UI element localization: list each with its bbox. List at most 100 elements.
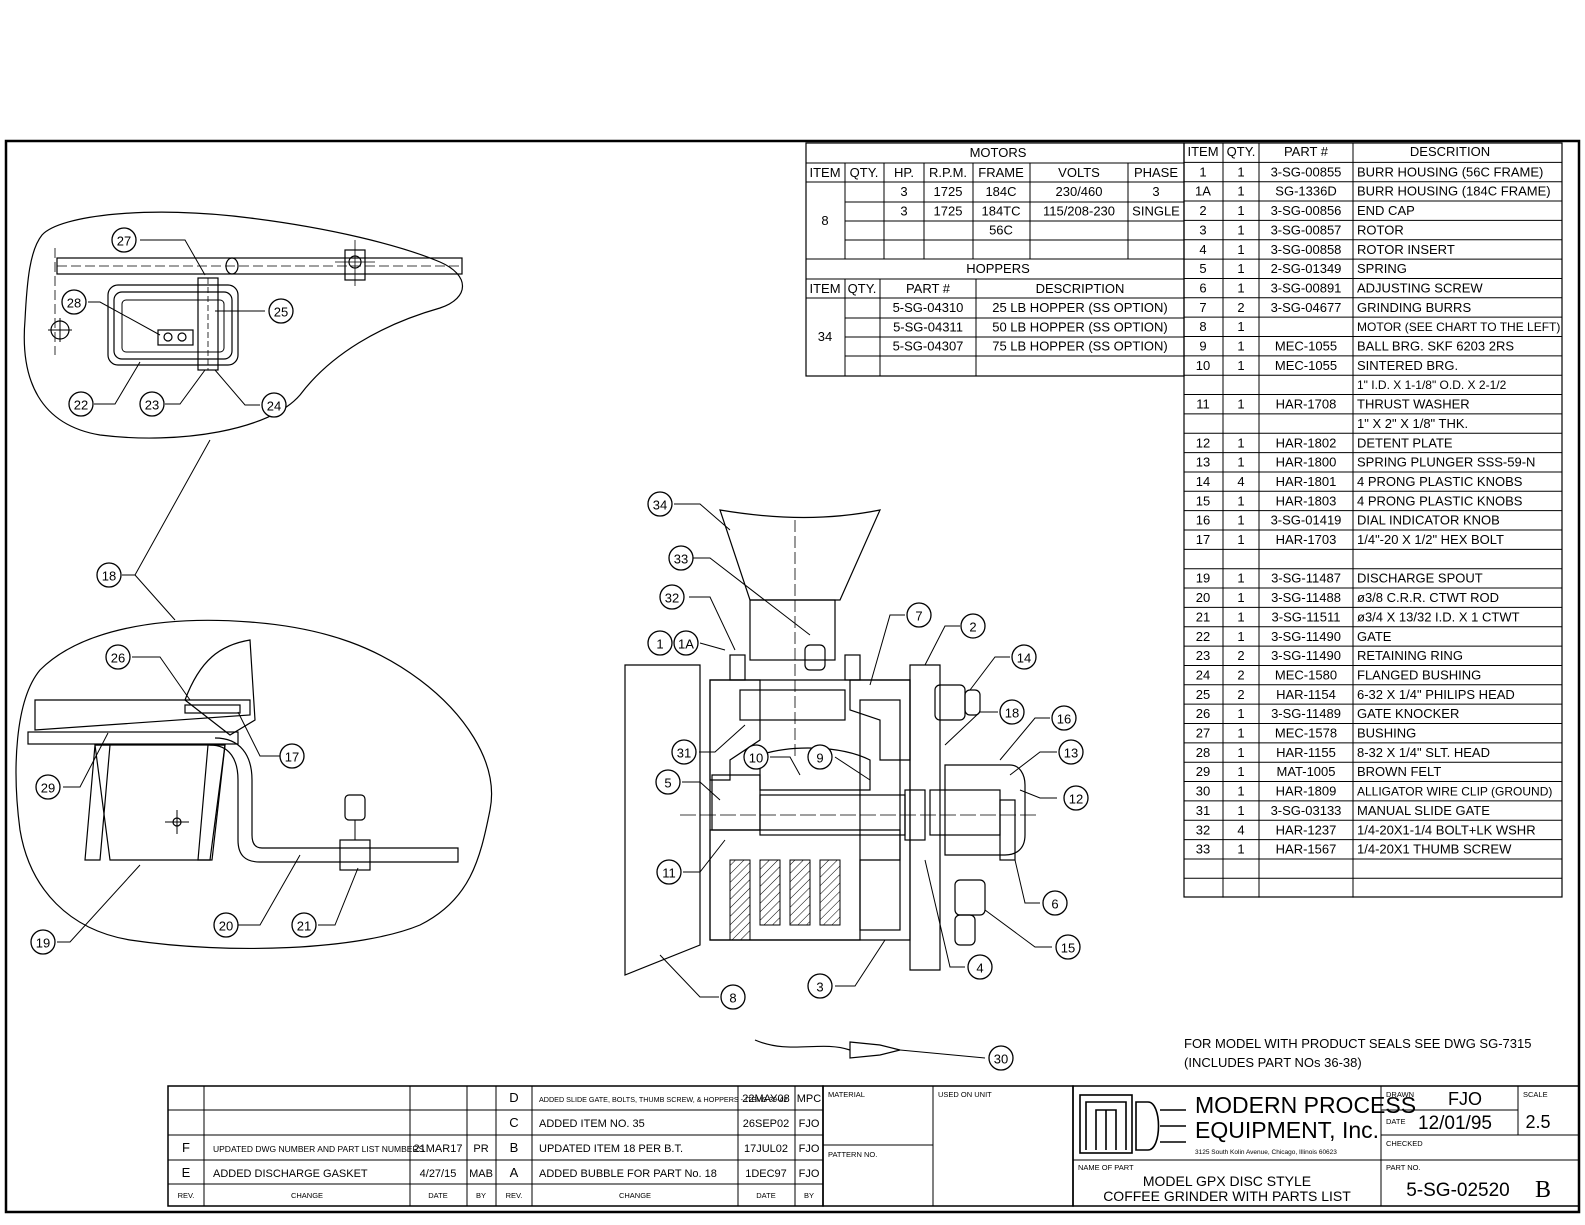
parts-description: ø3/4 X 13/32 I.D. X 1 CTWT	[1357, 609, 1520, 624]
drawn-by: FJO	[1448, 1089, 1482, 1109]
hoppers-cell: 5-SG-04310	[893, 300, 964, 315]
revision-letter: B	[1535, 1177, 1551, 1203]
item-bubble: 14	[1011, 644, 1037, 670]
bubble-label: 28	[67, 296, 81, 311]
item-bubble: 25	[268, 298, 294, 324]
drawn-label: DRAWN	[1386, 1090, 1414, 1099]
bubble-label: 32	[665, 591, 679, 606]
parts-item: 8	[1199, 319, 1206, 334]
rev-date: 1DEC97	[745, 1168, 787, 1180]
bubble-label: 1A	[678, 637, 694, 652]
item-bubble: 28	[61, 289, 87, 315]
parts-partno: HAR-1708	[1276, 397, 1337, 412]
motors-cell: 184C	[985, 184, 1016, 199]
parts-partno: MEC-1578	[1275, 726, 1337, 741]
item-bubble: 19	[30, 929, 56, 955]
rev-by: FJO	[799, 1168, 820, 1180]
parts-description: 1/4"-20 X 1/2" HEX BOLT	[1357, 532, 1504, 547]
motors-cell: 230/460	[1056, 184, 1103, 199]
parts-qty: 1	[1237, 764, 1244, 779]
item-bubble: 4	[967, 954, 993, 980]
motors-header: VOLTS	[1058, 165, 1100, 180]
motors-header: FRAME	[978, 165, 1024, 180]
parts-qty: 1	[1237, 784, 1244, 799]
parts-description: 1/4-20X1 THUMB SCREW	[1357, 842, 1512, 857]
leader-lines	[57, 239, 1057, 998]
parts-item: 33	[1196, 842, 1210, 857]
company-line-1: MODERN PROCESS	[1195, 1092, 1416, 1118]
hoppers-cell: 5-SG-04311	[893, 319, 963, 334]
bubble-label: 1	[656, 637, 663, 652]
parts-item: 28	[1196, 745, 1210, 760]
parts-description: ROTOR	[1357, 222, 1404, 237]
parts-partno: HAR-1155	[1276, 745, 1336, 760]
parts-description: ROTOR INSERT	[1357, 242, 1455, 257]
rev-header: REV.	[178, 1191, 195, 1200]
parts-description: GATE	[1357, 629, 1392, 644]
parts-qty: 1	[1237, 164, 1244, 179]
motors-header: R.P.M.	[929, 165, 967, 180]
bubble-label: 21	[297, 919, 311, 934]
rev-date: 22MAY08	[742, 1093, 790, 1105]
bubble-label: 18	[1005, 706, 1019, 721]
parts-item: 30	[1196, 784, 1210, 799]
motors-cell: 115/208-230	[1043, 203, 1115, 218]
item-bubble: 26	[105, 644, 131, 670]
part-name-line-2: COFFEE GRINDER WITH PARTS LIST	[1103, 1188, 1351, 1204]
motors-header: QTY.	[850, 165, 879, 180]
parts-qty: 2	[1237, 687, 1244, 702]
hoppers-header: DESCRIPTION	[1036, 281, 1125, 296]
bubble-label: 10	[749, 751, 763, 766]
parts-item: 12	[1196, 435, 1210, 450]
parts-partno: 3-SG-01419	[1271, 513, 1342, 528]
title-block: MODERN PROCESS EQUIPMENT, Inc. 3125 Sout…	[1072, 1085, 1580, 1207]
parts-qty: 1	[1237, 397, 1244, 412]
bubble-label: 5	[664, 776, 671, 791]
parts-partno: 3-SG-11487	[1271, 571, 1341, 586]
bubble-label: 15	[1061, 941, 1075, 956]
item-bubble: 15	[1055, 934, 1081, 960]
hoppers-item: 34	[818, 329, 832, 344]
bubble-label: 7	[915, 609, 922, 624]
parts-partno: 3-SG-11511	[1272, 609, 1341, 624]
parts-description: BURR HOUSING (184C FRAME)	[1357, 184, 1551, 199]
parts-qty: 1	[1237, 435, 1244, 450]
item-bubble: 18	[96, 562, 122, 588]
parts-description: 1" X 2" X 1/8" THK.	[1357, 416, 1468, 431]
parts-qty: 1	[1237, 513, 1244, 528]
rev-by: FJO	[799, 1143, 820, 1155]
parts-description: 8-32 X 1/4" SLT. HEAD	[1357, 745, 1490, 760]
bubble-label: 18	[102, 569, 116, 584]
rev-by: PR	[473, 1143, 488, 1155]
date-label: DATE	[1386, 1117, 1405, 1126]
parts-qty: 1	[1237, 222, 1244, 237]
item-bubble: 18	[999, 699, 1025, 725]
item-bubble: 21	[291, 912, 317, 938]
parts-description: GRINDING BURRS	[1357, 300, 1471, 315]
parts-item: 6	[1199, 280, 1206, 295]
parts-qty: 1	[1237, 726, 1244, 741]
parts-description: 1" I.D. X 1-1/8" O.D. X 2-1/2	[1357, 378, 1507, 392]
parts-qty: 1	[1237, 339, 1244, 354]
parts-qty: 1	[1237, 358, 1244, 373]
parts-description: ø3/8 C.R.R. CTWT ROD	[1357, 590, 1499, 605]
motors-title: MOTORS	[970, 145, 1027, 160]
bubble-label: 19	[36, 936, 50, 951]
rev-header: BY	[804, 1191, 814, 1200]
parts-item: 27	[1196, 726, 1210, 741]
parts-item: 2	[1199, 203, 1206, 218]
parts-item: 20	[1196, 590, 1210, 605]
item-bubble: 10	[743, 744, 769, 770]
bubble-label: 26	[111, 651, 125, 666]
used-on-label: USED ON UNIT	[938, 1090, 992, 1099]
item-bubble: 13	[1058, 739, 1084, 765]
parts-description: 4 PRONG PLASTIC KNOBS	[1357, 493, 1523, 508]
bubble-label: 20	[219, 919, 233, 934]
parts-qty: 1	[1237, 203, 1244, 218]
rev-date: 17JUL02	[744, 1143, 788, 1155]
parts-qty: 1	[1237, 493, 1244, 508]
main-section-view	[624, 509, 1040, 976]
motors-header: HP.	[894, 165, 914, 180]
